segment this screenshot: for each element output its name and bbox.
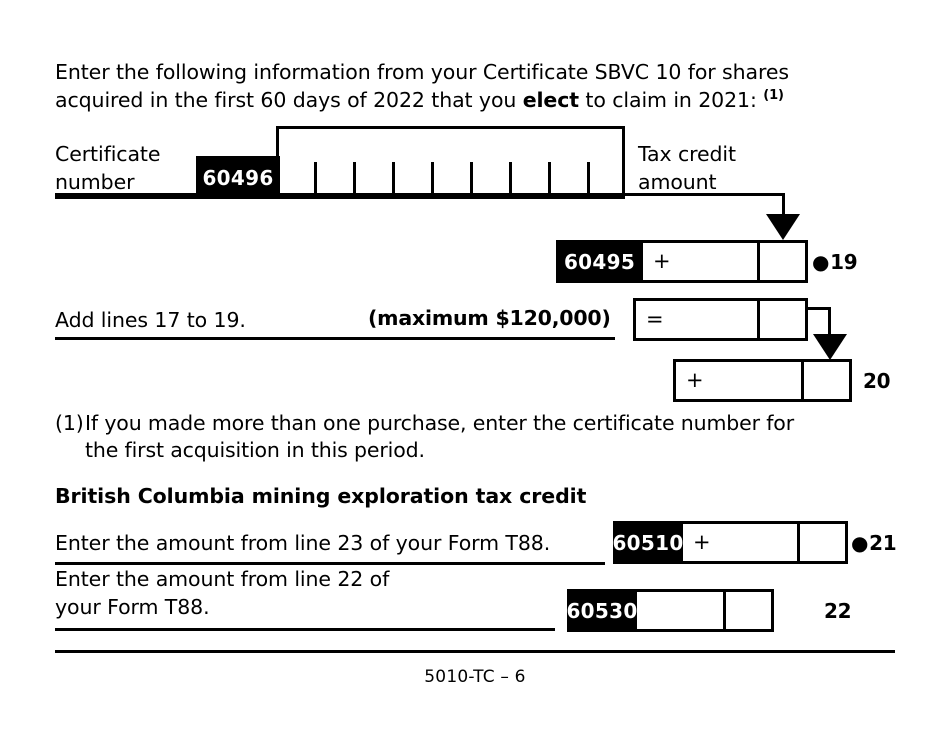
certificate-label-line2: number (55, 170, 135, 194)
footnote-marker-superscript: (1) (763, 88, 784, 104)
intro-elect-emphasis: elect (522, 88, 579, 112)
line22-number-label: 22 (824, 598, 852, 623)
intro-paragraph: Enter the following information from you… (55, 58, 905, 114)
intro-line2-part2: to claim in 2021: (579, 88, 764, 112)
intro-line2-part1: acquired in the first 60 days of 2022 th… (55, 88, 523, 112)
certificate-number-label: Certificate number (55, 140, 215, 196)
tax-credit-amount-label: Tax credit amount (638, 140, 798, 196)
line-total-cents-field[interactable] (757, 301, 805, 338)
line19-cents-field[interactable] (757, 243, 805, 280)
line-total-equals-sign: = (646, 307, 664, 331)
line19-bullet: ● (812, 249, 830, 274)
footnote-marker: (1) (55, 411, 84, 435)
line21-number-label: 21 (869, 530, 897, 555)
certificate-label-line1: Certificate (55, 142, 161, 166)
footer-form-code: 5010-TC – 6 (424, 667, 526, 687)
line22-cents-field[interactable] (723, 592, 771, 629)
line19-plus-sign: + (653, 249, 671, 273)
footnote-line1: If you made more than one purchase, ente… (85, 411, 794, 435)
line22-label-line2: your Form T88. (55, 595, 210, 619)
line22-label-line1: Enter the amount from line 22 of (55, 567, 390, 591)
line22-number: 22 (824, 589, 852, 632)
arrow-head-to-line20 (813, 334, 847, 360)
certificate-code-60496: 60496 (196, 156, 280, 199)
intro-line1: Enter the following information from you… (55, 60, 789, 84)
certificate-cell-divider (587, 162, 590, 199)
maximum-amount-label: (maximum $120,000) (368, 306, 611, 330)
tax-credit-label-line1: Tax credit (638, 142, 736, 166)
certificate-number-input-box[interactable] (276, 126, 625, 199)
line19-code-60495: 60495 (556, 240, 643, 283)
line21-plus-sign: + (693, 530, 711, 554)
tax-credit-label-line2: amount (638, 170, 717, 194)
line21-cents-field[interactable] (797, 524, 845, 561)
line-total-amount-field[interactable]: = (633, 298, 808, 341)
line20-amount-field[interactable]: + (673, 359, 852, 402)
line21-code-60510: 60510 (612, 521, 683, 564)
footnote-text: (1)If you made more than one purchase, e… (55, 410, 915, 464)
line20-number-label: 20 (863, 368, 891, 393)
arrow-head-to-line19 (766, 214, 800, 240)
line22-amount-field[interactable] (634, 589, 774, 632)
add-lines-rule (55, 337, 615, 340)
line21-amount-field[interactable]: + (680, 521, 848, 564)
line22-rule (55, 628, 555, 631)
line19-number-label: 19 (830, 249, 858, 274)
section-title-bc-mining: British Columbia mining exploration tax … (55, 484, 587, 508)
add-lines-label: Add lines 17 to 19. (55, 308, 246, 332)
line20-number: 20 (863, 359, 891, 402)
line19-amount-field[interactable]: + (640, 240, 808, 283)
footnote-line2: the first acquisition in this period. (85, 438, 425, 462)
line20-cents-field[interactable] (801, 362, 849, 399)
line21-number: ●21 (851, 521, 897, 564)
certificate-cell-divider (548, 162, 551, 199)
line20-plus-sign: + (686, 368, 704, 392)
certificate-cell-divider (314, 162, 317, 199)
line19-number: ●19 (812, 240, 858, 283)
certificate-cell-divider (353, 162, 356, 199)
line21-rule (55, 562, 605, 565)
certificate-label-rule (55, 196, 235, 199)
certificate-cell-divider (470, 162, 473, 199)
connector-vertical-to-line20 (828, 307, 831, 337)
line22-label: Enter the amount from line 22 of your Fo… (55, 565, 389, 621)
connector-vertical-to-line19 (782, 193, 785, 216)
connector-horizontal-to-line19 (55, 193, 785, 196)
line21-label: Enter the amount from line 23 of your Fo… (55, 531, 551, 555)
certificate-cell-divider (509, 162, 512, 199)
certificate-cell-divider (392, 162, 395, 199)
certificate-cell-divider (431, 162, 434, 199)
line21-bullet: ● (851, 530, 869, 555)
connector-horizontal-to-line20 (805, 307, 831, 310)
line22-code-60530: 60530 (566, 589, 637, 632)
footer-rule (55, 650, 895, 653)
